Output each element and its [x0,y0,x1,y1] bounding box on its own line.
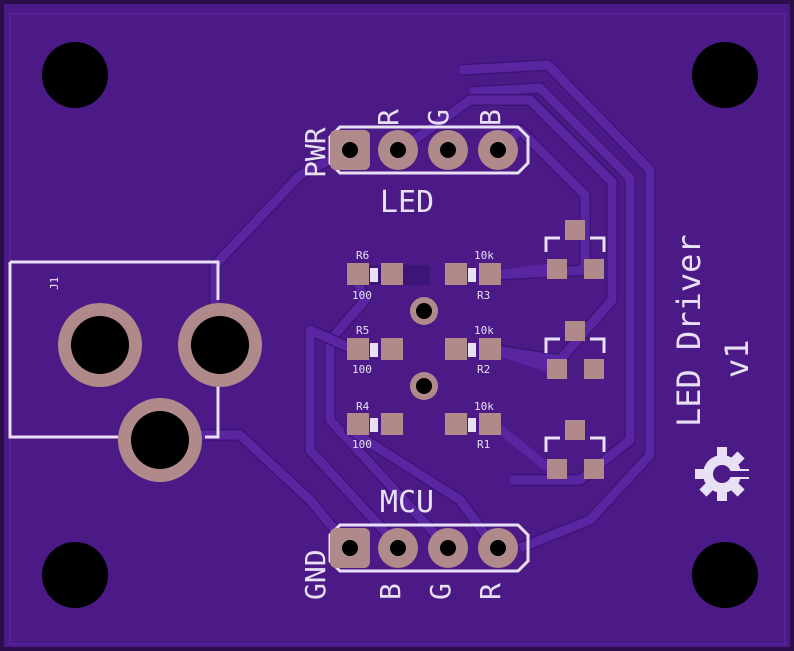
transistor-q2 [544,321,606,379]
resistor-r2: 10k R2 [445,324,501,376]
mcu-header-label: MCU [380,485,434,520]
resistor-ref: R3 [477,289,490,302]
resistor-r4: R4 100 [347,400,403,451]
resistor-ref: R2 [477,363,490,376]
pin-label-pwr: PWR [299,127,332,178]
mcu-header: MCU GND B G R [299,485,530,600]
resistor-ref: R4 [356,400,370,413]
pin-label-r-top: R [372,109,405,126]
pin-label-b-bottom: B [374,583,407,600]
resistor-value: 100 [352,438,372,451]
resistor-value: 10k [474,400,494,413]
transistor-q3 [544,420,606,479]
resistor-ref: R5 [356,324,369,337]
pin-label-g-top: G [422,109,455,126]
jack-ref: J1 [48,277,61,290]
resistor-ref: R6 [356,249,369,262]
resistor-ref: R1 [477,438,490,451]
resistor-value: 100 [352,363,372,376]
led-header-label: LED [380,185,434,220]
resistors: R6 100 10k R3 R5 100 10k R2 [347,249,501,451]
resistor-value: 10k [474,324,494,337]
pin-label-g-bottom: G [424,583,457,600]
mounting-holes [42,42,758,608]
pin-label-r-bottom: R [474,583,507,600]
resistor-value: 100 [352,289,372,302]
pin-label-gnd: GND [299,549,332,600]
vias [410,297,438,400]
resistor-r6: R6 100 [347,249,430,302]
resistor-value: 10k [474,249,494,262]
board-version: v1 [718,339,756,378]
pin-label-b-top: B [474,109,507,126]
transistor-q1 [544,220,606,279]
board-title: LED Driver [670,234,708,427]
open-hardware-gear-icon [695,447,750,501]
resistor-r5: R5 100 [347,324,403,376]
resistor-r1: 10k R1 [445,400,501,451]
led-header: LED PWR R G B [299,109,530,220]
resistor-r3: 10k R3 [445,249,501,302]
barrel-jack: J1 [8,260,262,482]
transistors [544,220,606,479]
